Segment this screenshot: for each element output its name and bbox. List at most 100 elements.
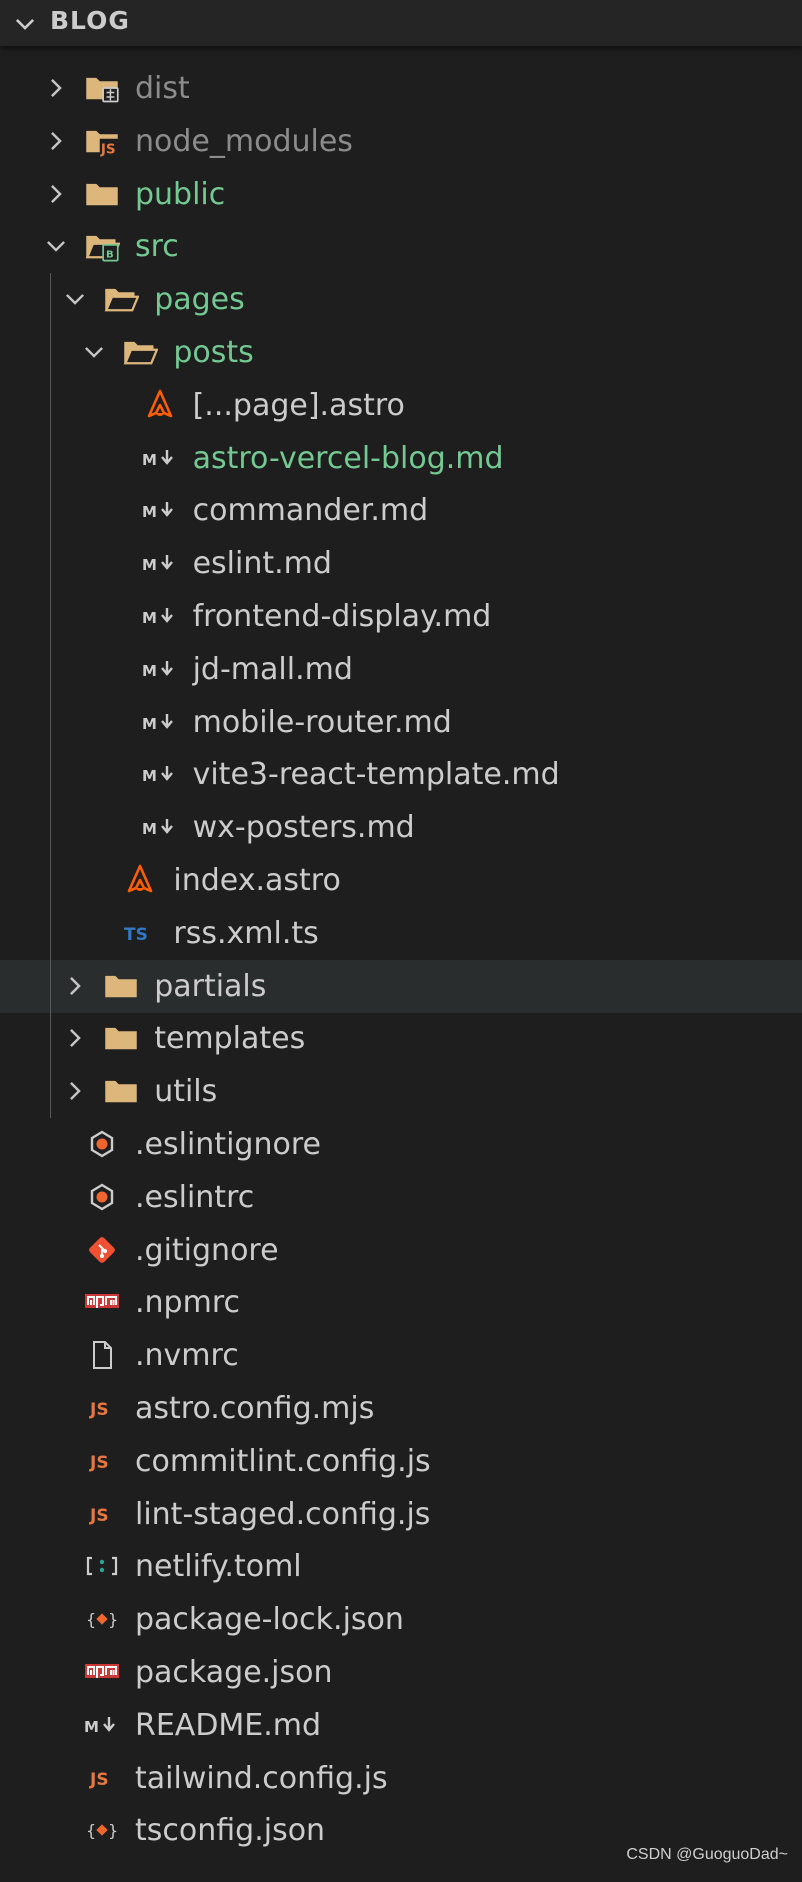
- svg-text:B: B: [106, 250, 114, 261]
- tree-item-label: templates: [154, 1021, 306, 1057]
- json-icon: {}: [84, 1814, 120, 1846]
- tree-file-npmrc[interactable]: .npmrc: [0, 1276, 802, 1329]
- svg-text:TS: TS: [124, 925, 148, 945]
- tree-item-label: README.md: [135, 1707, 322, 1743]
- svg-text:}: }: [108, 1821, 118, 1840]
- tree-file-gitignore[interactable]: .gitignore: [0, 1224, 802, 1277]
- tree-item-label: partials: [154, 968, 267, 1004]
- svg-text:M: M: [142, 556, 157, 574]
- tree-item-label: dist: [135, 71, 190, 106]
- tree-file-eslintignore[interactable]: .eslintignore: [0, 1118, 802, 1171]
- tree-item-label: pages: [154, 282, 245, 318]
- markdown-icon: M: [142, 494, 178, 526]
- tree-file-package-json[interactable]: package.json: [0, 1646, 802, 1699]
- typescript-icon: TS: [122, 917, 158, 949]
- tree-item-label: vite3-react-template.md: [192, 757, 560, 793]
- folder-icon: [103, 1022, 139, 1054]
- svg-text:JS: JS: [100, 141, 116, 157]
- chevron-right-icon[interactable]: [62, 1025, 88, 1051]
- tree-file-tsconfig-json[interactable]: {} tsconfig.json: [0, 1804, 802, 1857]
- tree-item-label: netlify.toml: [135, 1549, 302, 1585]
- chevron-down-icon[interactable]: [62, 286, 88, 312]
- tree-item-label: commander.md: [192, 493, 429, 529]
- folder-open-icon: [103, 283, 140, 315]
- tree-file-eslintrc[interactable]: .eslintrc: [0, 1171, 802, 1224]
- tree-item-label: astro.config.mjs: [135, 1391, 375, 1426]
- chevron-down-icon: [15, 19, 35, 30]
- chevron-right-icon[interactable]: [62, 1078, 88, 1104]
- watermark: CSDN @GuoguoDad~: [626, 1846, 788, 1863]
- tree-folder-posts[interactable]: posts: [0, 326, 802, 379]
- tree-item-label: frontend-display.md: [192, 599, 492, 634]
- tree-item-label: commitlint.config.js: [135, 1443, 431, 1479]
- tree-file-readme-md[interactable]: M README.md: [0, 1699, 802, 1752]
- chevron-right-icon[interactable]: [43, 181, 69, 207]
- tree-file-rss-xml-ts[interactable]: TS rss.xml.ts: [0, 907, 802, 960]
- markdown-icon: M: [142, 706, 178, 738]
- tree-item-label: node_modules: [135, 123, 353, 159]
- tree-file-index-astro[interactable]: index.astro: [0, 854, 802, 907]
- tree-item-label: utils: [154, 1074, 218, 1110]
- astro-icon: [122, 864, 158, 896]
- chevron-down-icon[interactable]: [43, 233, 69, 259]
- tree-folder-templates[interactable]: templates: [0, 1012, 802, 1065]
- tree-item-label: posts: [173, 335, 254, 370]
- file-icon: [84, 1339, 120, 1371]
- folder-icon: [84, 178, 120, 210]
- tree-item-label: mobile-router.md: [192, 704, 452, 740]
- tree-folder-node-modules[interactable]: JS node_modules: [0, 115, 802, 168]
- git-icon: [84, 1234, 120, 1266]
- svg-text:M: M: [142, 503, 157, 521]
- tree-item-label: wx-posters.md: [192, 810, 415, 846]
- tree-file-package-lock-json[interactable]: {}package-lock.json: [0, 1593, 802, 1646]
- explorer-section-header[interactable]: BLOG: [0, 0, 802, 46]
- svg-text:M: M: [142, 715, 157, 733]
- tree-item-label: rss.xml.ts: [173, 915, 319, 951]
- tree-item-label: .eslintrc: [135, 1179, 255, 1215]
- tree-item-label: eslint.md: [192, 546, 332, 582]
- chevron-down-icon[interactable]: [81, 339, 107, 365]
- tree-item-label: package-lock.json: [135, 1602, 404, 1638]
- chevron-right-icon[interactable]: [43, 75, 69, 101]
- tree-folder-partials[interactable]: partials: [0, 959, 802, 1013]
- chevron-right-icon[interactable]: [62, 973, 88, 999]
- tree-item-label: src: [135, 229, 179, 265]
- javascript-icon: JS: [84, 1762, 120, 1794]
- explorer-section-title: BLOG: [50, 6, 130, 35]
- markdown-icon: M: [142, 811, 178, 843]
- tree-file-astro-config-mjs[interactable]: JS astro.config.mjs: [0, 1382, 802, 1435]
- svg-text:M: M: [84, 1718, 99, 1736]
- javascript-icon: JS: [84, 1498, 120, 1530]
- tree-folder-dist[interactable]: dist: [0, 62, 802, 115]
- javascript-icon: JS: [84, 1392, 120, 1424]
- chevron-right-icon[interactable]: [43, 128, 69, 154]
- tree-folder-public[interactable]: public: [0, 168, 802, 221]
- markdown-icon: M: [142, 442, 178, 474]
- tree-item-label: package.json: [135, 1655, 333, 1690]
- tree-file-nvmrc[interactable]: .nvmrc: [0, 1329, 802, 1382]
- tree-folder-utils[interactable]: utils: [0, 1065, 802, 1118]
- svg-text:M: M: [142, 820, 157, 838]
- tree-file-page-astro[interactable]: [...page].astro: [0, 379, 802, 432]
- svg-text:M: M: [142, 767, 157, 785]
- tree-item-label: tsconfig.json: [135, 1813, 326, 1849]
- markdown-icon: M: [142, 653, 178, 685]
- svg-text:M: M: [142, 451, 157, 469]
- tree-folder-pages[interactable]: pages: [0, 273, 802, 326]
- tree-item-label: .eslintignore: [135, 1127, 321, 1162]
- folder-src-open-icon: B: [84, 230, 121, 262]
- tree-file-netlify-toml[interactable]: netlify.toml: [0, 1540, 802, 1593]
- markdown-icon: M: [142, 547, 178, 579]
